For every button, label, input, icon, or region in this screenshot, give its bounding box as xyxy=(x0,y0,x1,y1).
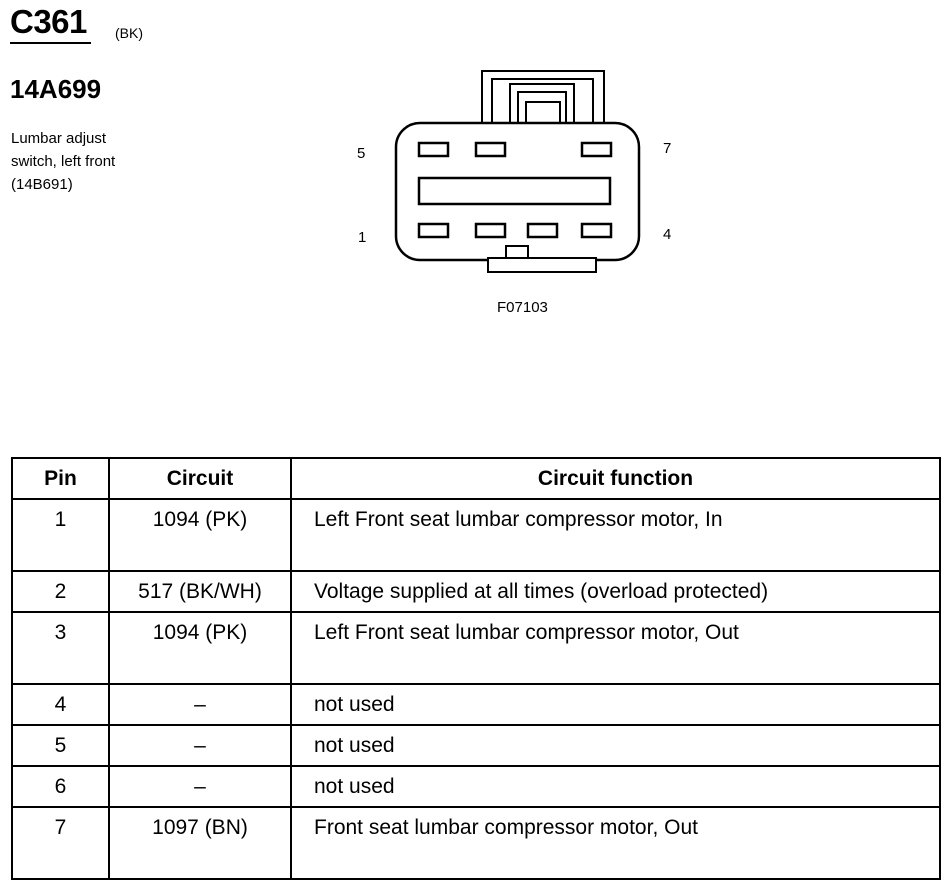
connector-face-diagram xyxy=(394,70,641,273)
description-line: Lumbar adjust xyxy=(11,130,107,147)
circuit-cell: – xyxy=(108,683,292,726)
description-line: (14B691) xyxy=(11,176,73,193)
table-row: 5 – not used xyxy=(11,724,941,767)
pin-2-cavity xyxy=(474,222,507,239)
description-line: switch, left front xyxy=(11,153,116,170)
circuit-cell: 1097 (BN) xyxy=(108,806,292,880)
pin-cell: 3 xyxy=(11,611,110,685)
circuit-cell: 1094 (PK) xyxy=(108,611,292,685)
table-row: 1 1094 (PK) Left Front seat lumbar compr… xyxy=(11,498,941,572)
pin-1-cavity xyxy=(417,222,450,239)
pin-label-top-left: 5 xyxy=(357,145,366,162)
pinout-table: Pin Circuit Circuit function 1 1094 (PK)… xyxy=(11,457,941,880)
circuit-cell: 1094 (PK) xyxy=(108,498,292,572)
header-pin: Pin xyxy=(11,457,110,500)
connector-base-tab xyxy=(487,245,597,273)
circuit-cell: 517 (BK/WH) xyxy=(108,570,292,613)
component-description: Lumbar adjust switch, left front (14B691… xyxy=(11,127,115,196)
table-header-row: Pin Circuit Circuit function xyxy=(11,457,941,500)
table-row: 7 1097 (BN) Front seat lumbar compressor… xyxy=(11,806,941,880)
connector-id: C361 xyxy=(10,2,91,44)
header-circuit: Circuit xyxy=(108,457,292,500)
pin-label-bottom-right: 4 xyxy=(663,226,672,243)
pin-label-top-right: 7 xyxy=(663,140,672,157)
pin-cell: 7 xyxy=(11,806,110,880)
part-number: 14A699 xyxy=(10,74,102,104)
pin-7-cavity xyxy=(580,141,613,158)
pin-3-cavity xyxy=(526,222,559,239)
connector-color: (BK) xyxy=(115,25,143,41)
table-row: 4 – not used xyxy=(11,683,941,726)
pin-cell: 1 xyxy=(11,498,110,572)
function-cell: not used xyxy=(290,683,941,726)
function-cell: Left Front seat lumbar compressor motor,… xyxy=(290,611,941,685)
function-cell: Left Front seat lumbar compressor motor,… xyxy=(290,498,941,572)
pin-cell: 5 xyxy=(11,724,110,767)
pin-4-cavity xyxy=(580,222,613,239)
function-cell: not used xyxy=(290,724,941,767)
function-cell: Front seat lumbar compressor motor, Out xyxy=(290,806,941,880)
pin-cell: 6 xyxy=(11,765,110,808)
table-row: 6 – not used xyxy=(11,765,941,808)
function-cell: Voltage supplied at all times (overload … xyxy=(290,570,941,613)
connector-latch xyxy=(481,70,605,124)
pin-6-cavity xyxy=(474,141,507,158)
pin-5-cavity xyxy=(417,141,450,158)
pin-cell: 2 xyxy=(11,570,110,613)
function-cell: not used xyxy=(290,765,941,808)
circuit-cell: – xyxy=(108,765,292,808)
circuit-cell: – xyxy=(108,724,292,767)
header-function: Circuit function xyxy=(290,457,941,500)
pin-cell: 4 xyxy=(11,683,110,726)
figure-id: F07103 xyxy=(497,299,548,316)
table-row: 3 1094 (PK) Left Front seat lumbar compr… xyxy=(11,611,941,685)
table-row: 2 517 (BK/WH) Voltage supplied at all ti… xyxy=(11,570,941,613)
pin-label-bottom-left: 1 xyxy=(358,229,367,246)
keyway-slot xyxy=(417,176,612,206)
